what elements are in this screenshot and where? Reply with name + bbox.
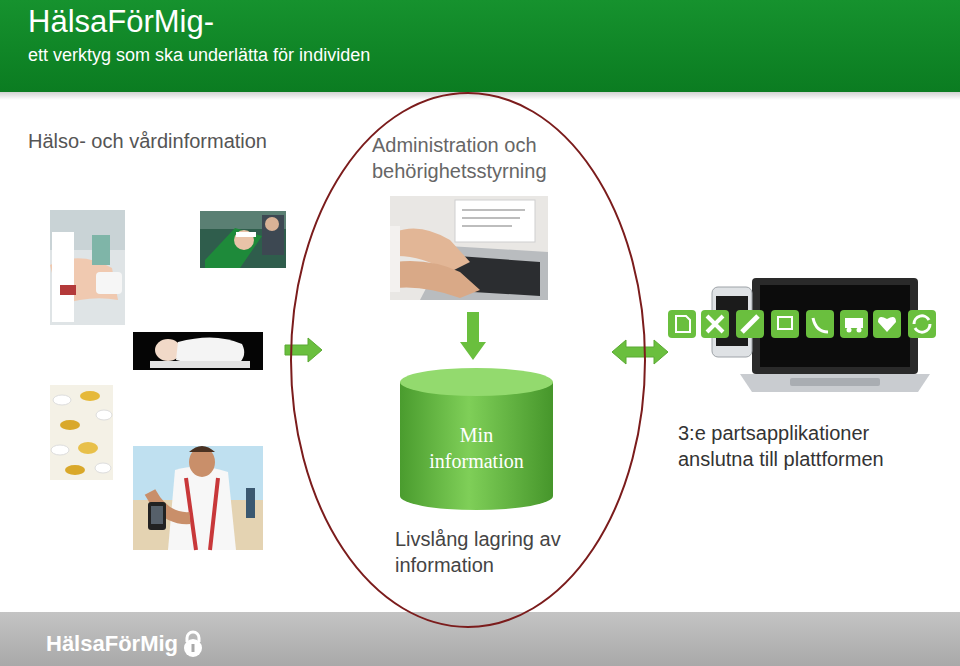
photo-injection bbox=[50, 210, 125, 325]
node-text: Administration och behörighetsstyrning bbox=[372, 132, 587, 184]
photo-typing bbox=[390, 196, 548, 300]
photo-pills bbox=[50, 385, 113, 480]
photo-baby bbox=[133, 332, 263, 370]
third-party-group: 3:e partsapplikationer anslutna till pla… bbox=[668, 282, 946, 482]
footer-logo: HälsaFörMig bbox=[46, 631, 178, 656]
down-arrow bbox=[460, 312, 486, 360]
node-text: Hälso- och vårdinformation bbox=[28, 128, 267, 154]
node-text: Livslång lagring av information bbox=[395, 526, 573, 578]
node-text: 3:e partsapplikationer anslutna till pla… bbox=[678, 420, 940, 472]
platform-ellipse: Administration och behörighetsstyrningLi… bbox=[290, 92, 646, 628]
photo-ambulance bbox=[200, 211, 286, 268]
footer-logo-wrap: HälsaFörMig bbox=[46, 630, 205, 659]
node-text: Min information bbox=[421, 422, 533, 474]
storage-cylinder: Min information bbox=[400, 368, 553, 510]
block-arrow bbox=[612, 340, 668, 364]
subtitle-wrap: ett verktyg som ska underlätta för indiv… bbox=[28, 44, 370, 67]
lock-icon bbox=[181, 630, 205, 658]
page-title: HälsaFörMig- bbox=[28, 2, 214, 42]
app-icons bbox=[668, 310, 936, 338]
photo-runner bbox=[133, 446, 263, 550]
devices-illustration bbox=[712, 278, 930, 392]
subtitle: ett verktyg som ska underlätta för indiv… bbox=[28, 45, 370, 65]
source-group: Hälso- och vårdinformation bbox=[20, 122, 284, 560]
